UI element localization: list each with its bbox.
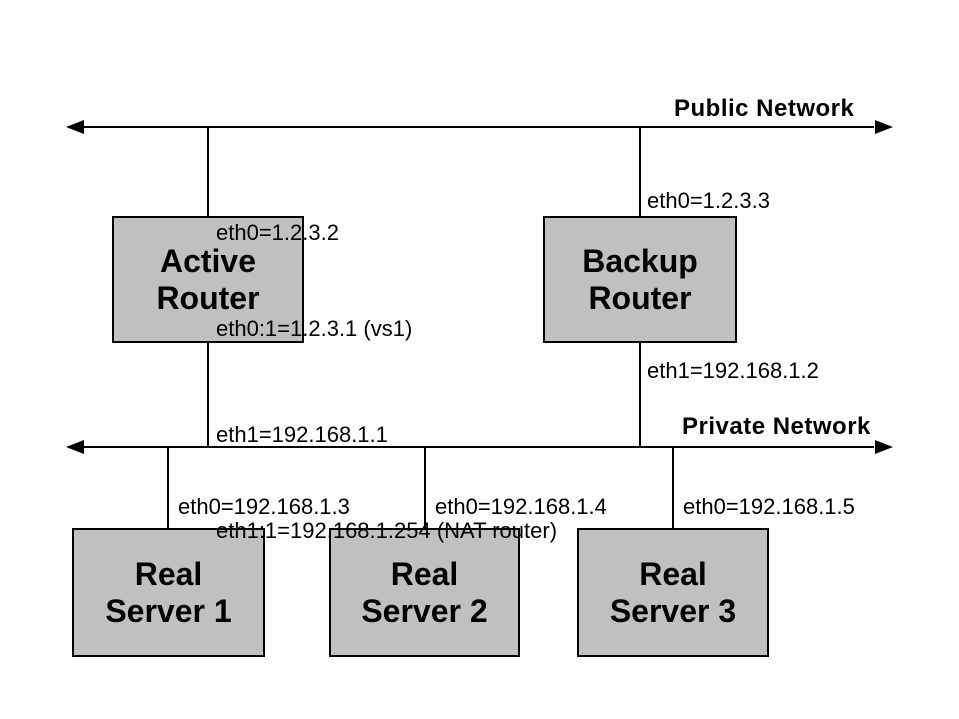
server2-eth0-label: eth0=192.168.1.4 <box>435 494 607 519</box>
active-eth1-1-label: eth1:1=192.168.1.254 (NAT router) <box>216 518 558 543</box>
public-network-label: Public Network <box>674 95 855 122</box>
public-left-arrow-icon <box>66 120 84 134</box>
public-right-arrow-icon <box>875 120 893 134</box>
server1-link <box>167 448 169 528</box>
server2-link <box>424 448 426 528</box>
active-router-label-line1: Active <box>159 242 257 279</box>
backup-eth1-label: eth1=192.168.1.2 <box>647 358 819 383</box>
backup-router-public-link <box>639 128 641 216</box>
real-server3-label-line1: Real <box>639 555 707 592</box>
backup-router-label-line2: Router <box>588 279 692 316</box>
backup-router-box: Backup Router <box>543 216 737 343</box>
server1-eth0-label: eth0=192.168.1.3 <box>178 494 350 519</box>
active-router-label-line2: Router <box>156 279 260 316</box>
private-right-arrow-icon <box>875 440 893 454</box>
real-server2-box: Real Server 2 <box>329 528 520 657</box>
backup-router-private-link <box>639 343 641 446</box>
real-server2-label-line2: Server 2 <box>361 592 488 629</box>
real-server3-label-line2: Server 3 <box>609 592 737 629</box>
real-server2-label-line1: Real <box>390 555 459 592</box>
backup-eth0-label: eth0=1.2.3.3 <box>647 188 770 213</box>
real-server1-box: Real Server 1 <box>72 528 265 657</box>
private-network-line <box>80 446 874 448</box>
real-server1-label-line1: Real <box>134 555 203 592</box>
active-router-private-link <box>207 343 209 446</box>
backup-router-label-line1: Backup <box>582 242 698 279</box>
private-left-arrow-icon <box>66 440 84 454</box>
real-server3-box: Real Server 3 <box>577 528 769 657</box>
active-eth0-1-label: eth0:1=1.2.3.1 (vs1) <box>216 316 413 341</box>
active-router-public-if-labels: eth0=1.2.3.2 eth0:1=1.2.3.1 (vs1) <box>216 153 412 409</box>
public-network-line <box>80 126 874 128</box>
real-server1-label-line2: Server 1 <box>105 592 232 629</box>
active-router-public-link <box>207 128 209 216</box>
active-router-private-if-labels: eth1=192.168.1.1 eth1:1=192.168.1.254 (N… <box>216 355 557 611</box>
private-network-label: Private Network <box>682 413 871 440</box>
active-router-box: Active Router <box>112 216 304 343</box>
active-eth0-label: eth0=1.2.3.2 <box>216 220 339 245</box>
active-eth1-label: eth1=192.168.1.1 <box>216 422 388 447</box>
server3-eth0-label: eth0=192.168.1.5 <box>683 494 855 519</box>
server3-link <box>672 448 674 528</box>
